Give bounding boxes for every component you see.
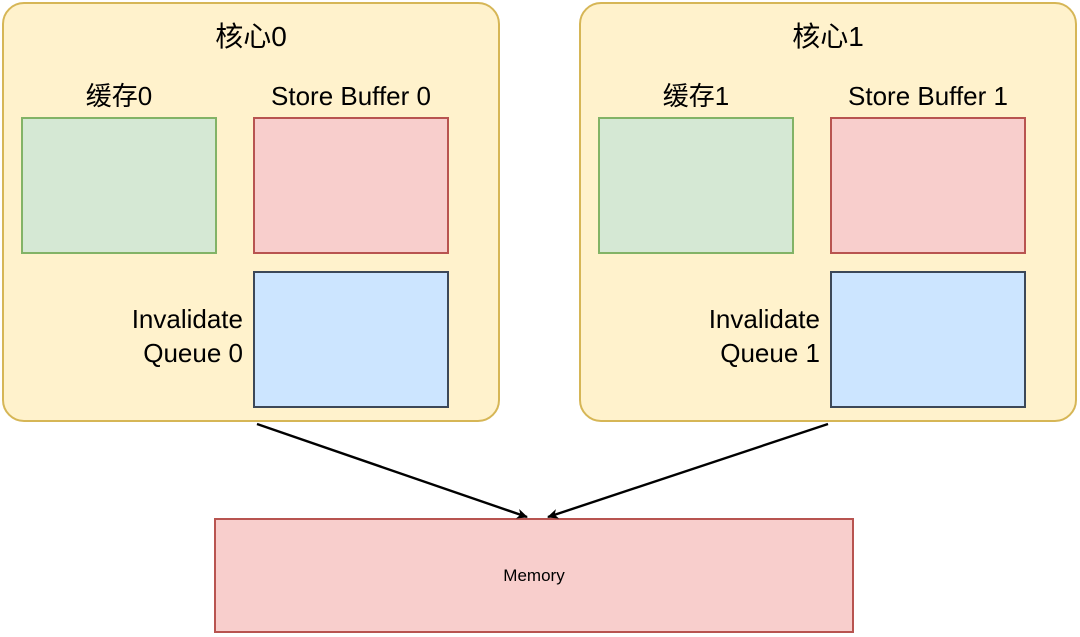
core-container-1[interactable]: 核心1 缓存1 Store Buffer 1 Invalidate Queue …: [579, 2, 1077, 422]
memory-box[interactable]: Memory: [214, 518, 854, 633]
cache-label-0: 缓存0: [85, 81, 153, 111]
core-title-0: 核心0: [215, 21, 287, 52]
invalidate-queue-box-0[interactable]: [253, 271, 449, 408]
store-buffer-label-1: Store Buffer 1: [848, 81, 1008, 111]
invalidate-queue-box-1[interactable]: [830, 271, 1026, 408]
store-buffer-box-1[interactable]: [830, 117, 1026, 254]
cache-box-1[interactable]: [598, 117, 794, 254]
arrow-core-1-to-memory: [547, 422, 829, 519]
store-buffer-box-0[interactable]: [253, 117, 449, 254]
cache-box-0[interactable]: [21, 117, 217, 254]
memory-label: Memory: [503, 565, 565, 585]
store-buffer-label-0: Store Buffer 0: [271, 81, 431, 111]
cache-label-1: 缓存1: [662, 81, 730, 111]
core-title-1: 核心1: [792, 21, 864, 52]
arrow-core-0-to-memory: [256, 422, 528, 519]
invalidate-queue-label-0: Invalidate Queue 0: [131, 304, 243, 368]
core-container-0[interactable]: 核心0 缓存0 Store Buffer 0 Invalidate Queue …: [2, 2, 500, 422]
invalidate-queue-label-1: Invalidate Queue 1: [708, 304, 820, 368]
